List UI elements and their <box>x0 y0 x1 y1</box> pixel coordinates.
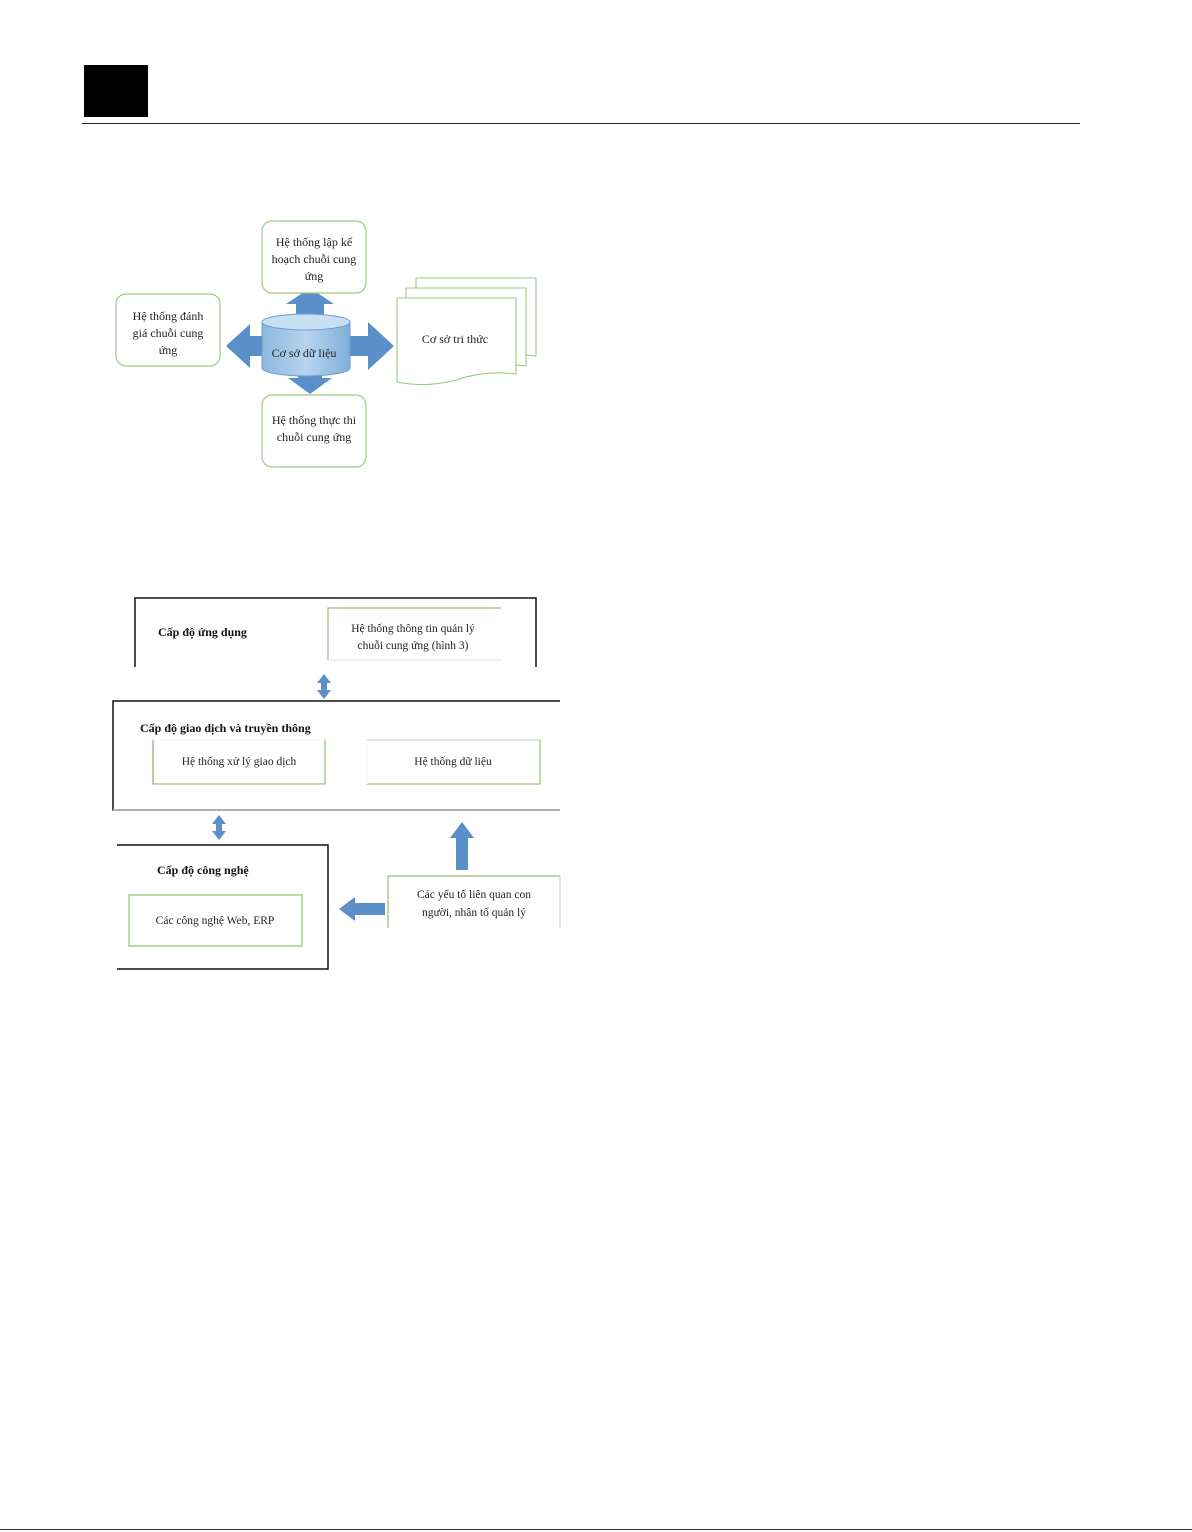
node-planning-line-2: hoạch chuỗi cung <box>272 252 357 266</box>
diagram-system-levels: Cấp độ ứng dụng Hệ thống thông tin quản … <box>112 597 561 970</box>
application-level-title: Cấp độ ứng dụng <box>158 625 247 639</box>
database-label: Cơ sở dữ liệu <box>272 346 337 360</box>
technology-level-frame <box>117 844 329 970</box>
factors-line-1: Các yếu tố liên quan con <box>417 888 531 901</box>
web-erp-label: Các công nghệ Web, ERP <box>156 915 275 927</box>
technology-level-title: Cấp độ công nghệ <box>157 863 249 877</box>
header-logo-block <box>84 65 148 117</box>
double-arrow-app-transaction <box>317 674 331 699</box>
diagram-supply-chain-systems: Cơ sở dữ liệu Hệ thống lập kế hoạch chuỗ… <box>115 220 537 468</box>
node-planning-line-3: ứng <box>305 269 324 283</box>
application-level-box <box>327 607 501 660</box>
application-level-box-line-1: Hệ thống thông tin quản lý <box>351 622 475 635</box>
arrow-left <box>226 324 262 368</box>
node-execution-line-1: Hệ thống thực thi <box>272 413 357 427</box>
node-planning <box>261 220 367 294</box>
application-level-box-line-2: chuỗi cung ứng (hình 3) <box>358 639 469 652</box>
database-cylinder: Cơ sở dữ liệu <box>261 313 351 377</box>
data-system-label: Hệ thống dữ liệu <box>414 755 492 768</box>
knowledge-base-label: Cơ sở tri thức <box>422 332 488 346</box>
application-level-frame <box>134 597 537 667</box>
node-planning-line-1: Hệ thống lập kế <box>276 235 353 249</box>
node-execution <box>261 394 367 468</box>
transaction-processing-box <box>152 739 326 785</box>
header-rule <box>82 123 1080 124</box>
footer-rule <box>0 1529 1192 1530</box>
arrow-left-factors <box>339 897 385 921</box>
factors-line-2: người, nhân tố quản lý <box>422 906 526 919</box>
factors-box <box>387 875 561 928</box>
double-arrow-transaction-technology <box>212 815 226 840</box>
transaction-processing-label: Hệ thống xử lý giao dịch <box>182 755 297 768</box>
arrow-right <box>348 322 394 370</box>
node-evaluation <box>115 293 221 367</box>
node-execution-line-2: chuỗi cung ứng <box>277 430 352 444</box>
knowledge-base-document: Cơ sở tri thức <box>396 277 537 386</box>
transaction-level-title: Cấp độ giao dịch và truyền thông <box>140 721 311 735</box>
web-erp-box <box>128 894 303 947</box>
node-evaluation-line-3: ứng <box>159 343 178 357</box>
arrow-up <box>286 288 334 316</box>
node-evaluation-line-2: giá chuỗi cung <box>133 326 204 340</box>
arrow-up-factors <box>450 822 474 870</box>
node-evaluation-line-1: Hệ thống đánh <box>133 309 204 323</box>
